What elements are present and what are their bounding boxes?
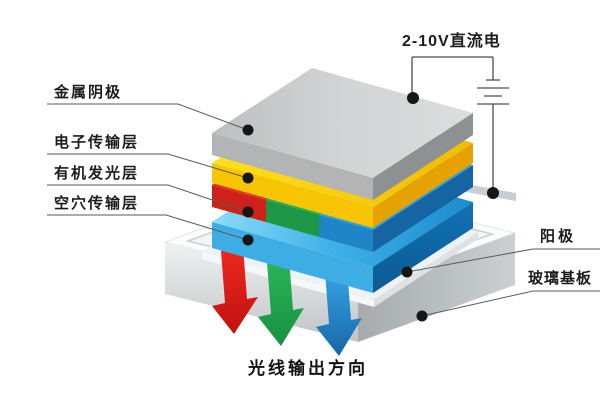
organic-emitting-label: 有机发光层 <box>54 165 140 182</box>
circuit-wires <box>411 56 509 191</box>
anode-label: 阳极 <box>540 228 577 245</box>
power-supply-label: 2-10V直流电 <box>402 33 501 50</box>
light-arrows <box>212 246 362 356</box>
glass-substrate-label: 玻璃基板 <box>528 270 593 287</box>
electron-transport-label: 电子传输层 <box>54 134 140 151</box>
red-light-arrow <box>212 246 258 334</box>
hole-transport-label: 空穴传输层 <box>54 195 140 212</box>
light-output-label: 光线输出方向 <box>248 359 368 378</box>
green-light-arrow <box>258 257 304 346</box>
battery-icon <box>477 79 509 105</box>
metal-cathode-label: 金属阴极 <box>54 84 123 101</box>
leader-lines <box>47 103 600 317</box>
connection-dots <box>242 92 499 322</box>
blue-light-arrow <box>316 267 362 356</box>
